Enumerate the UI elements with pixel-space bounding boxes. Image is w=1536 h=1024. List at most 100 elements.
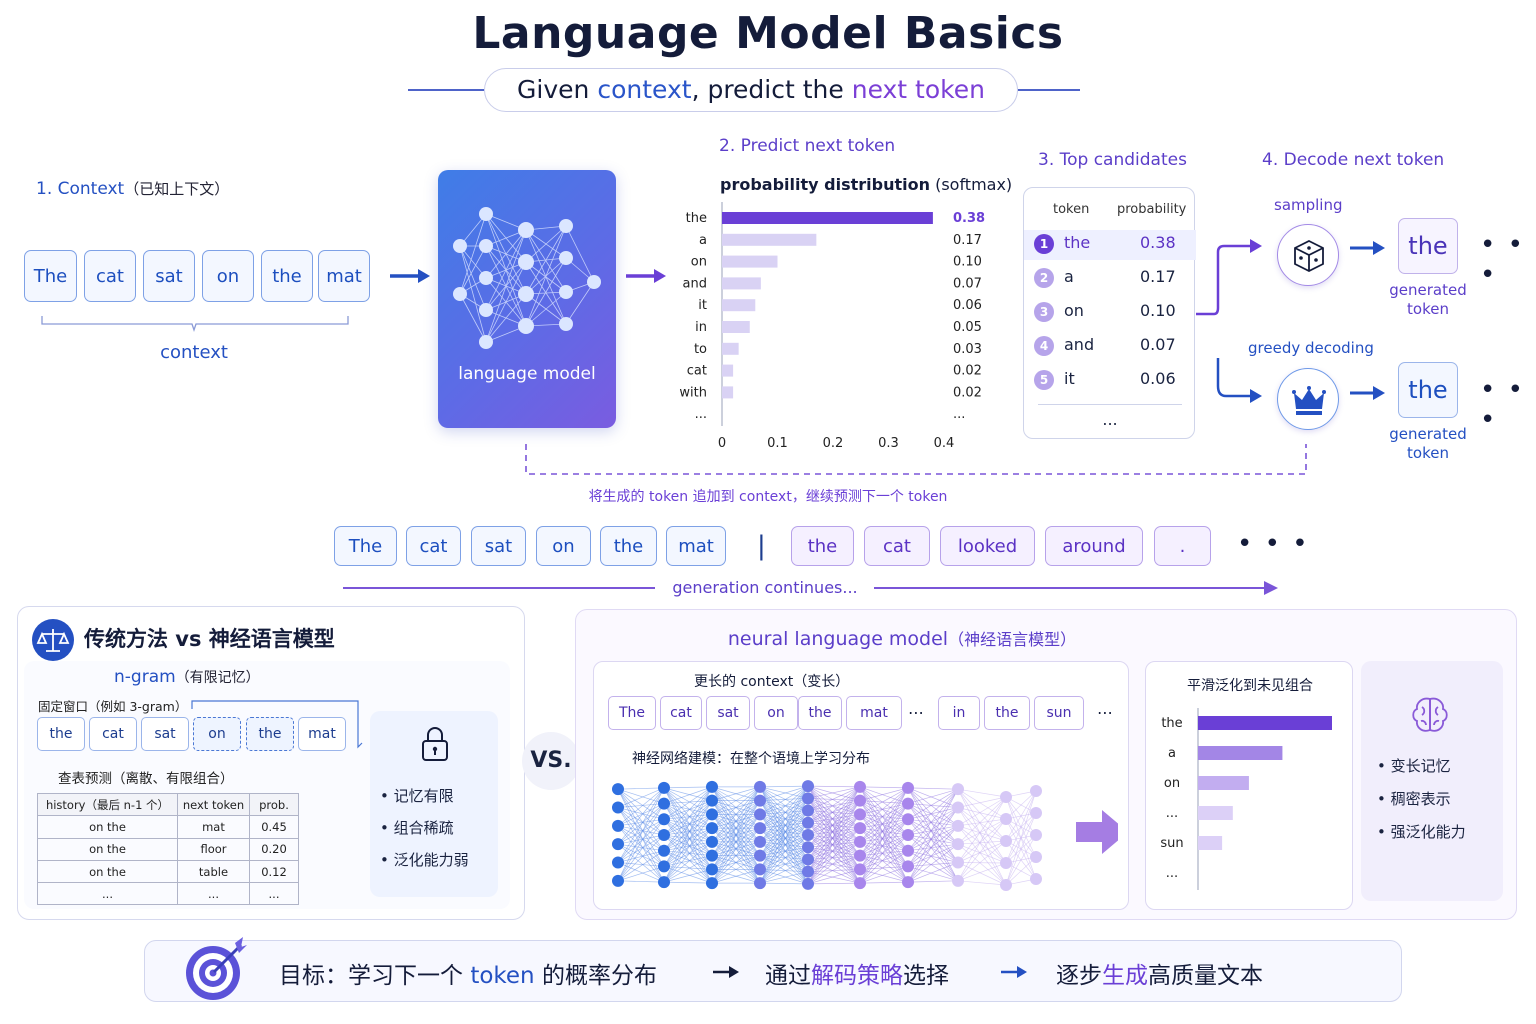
- probability-bar: [722, 386, 734, 399]
- network-node: [1030, 829, 1042, 841]
- network-node: [612, 819, 624, 832]
- feedback-caption: 将生成的 token 追加到 context，继续预测下一个 token: [588, 489, 948, 505]
- sequence-context-token: on: [536, 526, 591, 566]
- table-cell: ...: [177, 882, 250, 906]
- network-node: [706, 808, 718, 821]
- x-tick-label: 0.4: [934, 436, 955, 451]
- category-label: ...: [1166, 806, 1178, 821]
- table-cell: ...: [37, 882, 178, 906]
- table-cell: table: [177, 859, 250, 884]
- network-node: [902, 860, 914, 873]
- network-node: [902, 781, 914, 794]
- subtitle-text: Given: [517, 75, 598, 104]
- goal-generate: 生成: [1102, 963, 1148, 989]
- distribution-title: probability distribution (softmax): [720, 175, 1012, 194]
- network-node: [802, 865, 814, 878]
- table-cell: on the: [37, 837, 178, 861]
- smooth-bar: [1198, 836, 1223, 850]
- category-label: and: [683, 276, 707, 291]
- sequence-generated-token: cat: [864, 526, 930, 566]
- category-label: with: [679, 385, 707, 400]
- neural-panel: neural language model（神经语言模型） 更长的 contex…: [575, 609, 1517, 920]
- rank-badge: 3: [1034, 302, 1054, 322]
- neural-context-token: ⋯: [908, 703, 924, 722]
- network-node: [854, 835, 866, 848]
- neural-context-token: sun: [1034, 696, 1084, 730]
- language-model-label: language model: [458, 364, 596, 384]
- network-node: [706, 822, 718, 835]
- strength-bullet: • 变长记忆: [1377, 757, 1451, 775]
- network-node: [754, 780, 766, 793]
- scale-icon: [32, 619, 74, 661]
- network-node: [1000, 879, 1012, 891]
- network-node: [518, 222, 534, 238]
- network-node: [706, 849, 718, 862]
- probability-bar: [722, 342, 739, 355]
- continue-dots: • • •: [1237, 529, 1310, 559]
- category-label: a: [699, 233, 707, 248]
- category-label: ...: [695, 407, 707, 422]
- neural-context-token: ⋯: [1097, 703, 1113, 722]
- network-node: [802, 816, 814, 829]
- candidate-probability: 0.17: [1140, 267, 1176, 286]
- limitation-bullet: • 记忆有限: [380, 787, 454, 805]
- neural-context-token: the: [798, 696, 842, 730]
- neural-context-token: cat: [660, 696, 702, 730]
- smooth-bar: [1198, 716, 1332, 730]
- continue-dots: • • •: [1480, 375, 1525, 435]
- network-node: [559, 251, 573, 265]
- network-node: [587, 275, 601, 289]
- network-node: [1000, 791, 1012, 803]
- sequence-context-token: mat: [666, 526, 726, 566]
- ngram-token: cat: [89, 717, 137, 751]
- probability-bar: [722, 321, 750, 333]
- category-label: cat: [687, 364, 707, 379]
- neural-title: neural language model（神经语言模型）: [576, 626, 1228, 650]
- network-node: [518, 318, 534, 334]
- value-label: 0.07: [953, 276, 982, 291]
- x-tick-label: 0.1: [767, 436, 788, 451]
- network-node: [559, 285, 573, 299]
- goal-decode: 解码策略: [811, 963, 903, 989]
- network-node: [952, 856, 964, 869]
- sequence-context-token: the: [600, 526, 657, 566]
- lookup-label: 查表预测（离散、有限组合）: [58, 771, 234, 787]
- network-node: [754, 808, 766, 821]
- neural-context-token: sat: [706, 696, 750, 730]
- ngram-limits-card: • 记忆有限• 组合稀疏• 泛化能力弱: [370, 711, 498, 897]
- goal-bar: 目标：学习下一个 token 的概率分布 通过解码策略选择 逐步生成高质量文本: [144, 937, 1402, 1002]
- value-label: 0.06: [953, 298, 982, 313]
- table-cell: 0.20: [249, 837, 299, 861]
- sequence-context-token: cat: [406, 526, 461, 566]
- network-node: [518, 286, 534, 302]
- vs-badge: VS.: [522, 732, 580, 790]
- network-node: [518, 254, 534, 270]
- rank-badge: 4: [1034, 336, 1054, 356]
- value-label: 0.10: [953, 255, 982, 270]
- generation-caption: generation continues...: [672, 578, 858, 597]
- network-node: [802, 804, 814, 817]
- subtitle: Given context, predict the next token: [484, 68, 1018, 112]
- arrow-right-icon: [1264, 581, 1278, 595]
- context-token: the: [261, 250, 313, 302]
- value-label: 0.17: [953, 233, 982, 248]
- network-node: [1000, 857, 1012, 869]
- network-node: [854, 808, 866, 821]
- value-label: 0.05: [953, 320, 982, 335]
- sequence-generated-token: around: [1045, 526, 1143, 566]
- arrow-right-icon: [390, 269, 430, 283]
- distribution-title-text: probability distribution: [720, 175, 930, 194]
- context-token: on: [202, 250, 254, 302]
- goal-text: 选择: [903, 963, 949, 989]
- neural-context-token: mat: [846, 696, 902, 730]
- generated-label-line1: generated: [1389, 281, 1467, 299]
- table-header: prob.: [249, 792, 299, 817]
- context-caption: context: [160, 342, 228, 363]
- ngram-token: sat: [141, 717, 189, 751]
